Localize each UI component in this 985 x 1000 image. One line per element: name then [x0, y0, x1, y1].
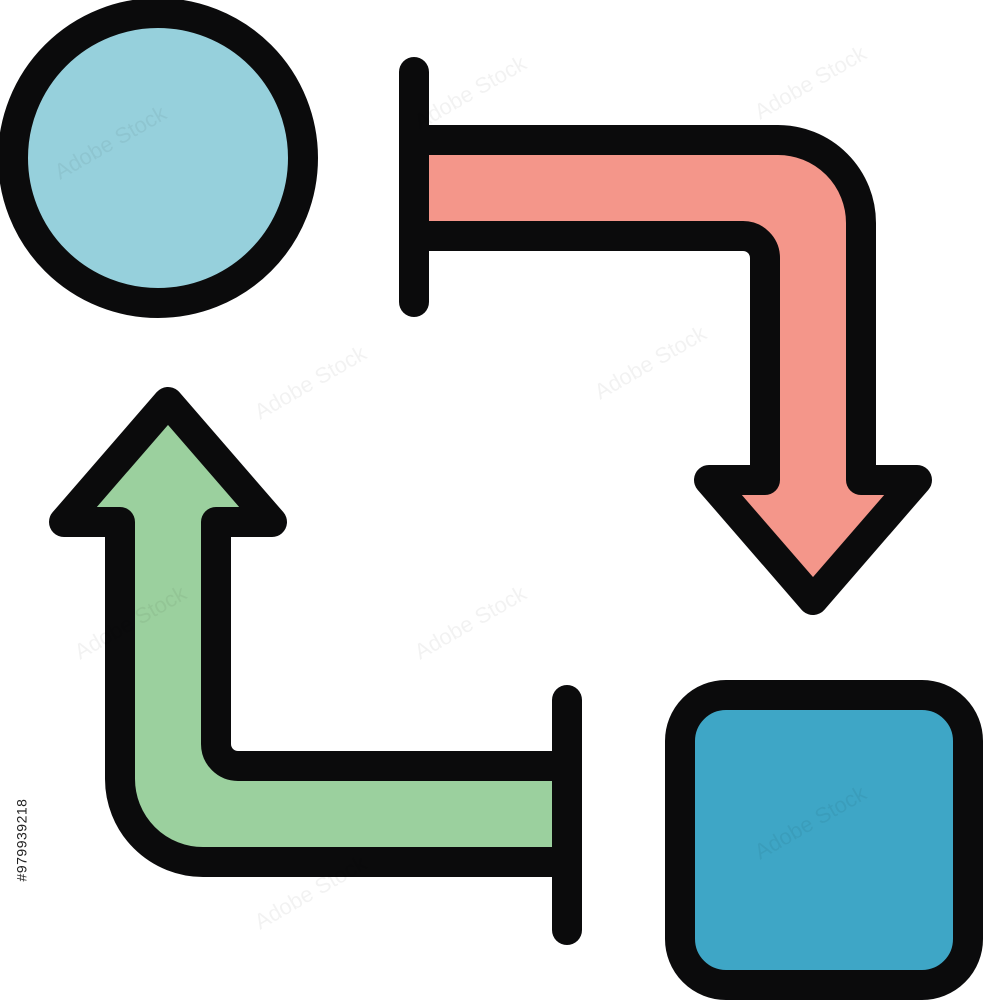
end-node-square — [665, 680, 983, 1000]
watermark-text: Adobe Stock — [410, 580, 531, 665]
forward-arrow — [399, 57, 932, 615]
start-node-circle — [0, 0, 318, 318]
stock-id-text: #979939218 — [13, 798, 29, 882]
forward-arrow-body — [399, 125, 932, 615]
watermark-text: Adobe Stock — [250, 340, 371, 425]
return-arrow — [49, 387, 582, 945]
watermark-text: Adobe Stock — [590, 320, 711, 405]
watermark-text: Adobe Stock — [750, 40, 871, 125]
stock-id-label: #979939218 — [6, 765, 36, 915]
return-arrow-body — [49, 387, 582, 877]
